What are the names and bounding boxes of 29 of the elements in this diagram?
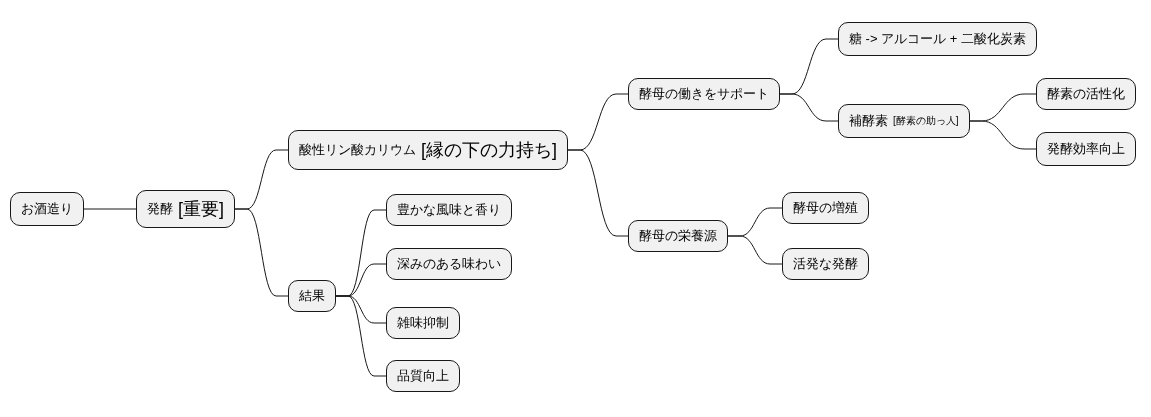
topic-box: 品質向上 (386, 360, 460, 392)
topic-note: [酵素の助っ人] (893, 114, 959, 128)
topic-text: 補酵素 (849, 112, 888, 130)
topic-text: 酸性リン酸カリウム (299, 141, 416, 159)
topic-box: 発酵効率向上 (1036, 132, 1136, 166)
topic-box: 酵母の栄養源 (628, 220, 728, 252)
connector-line (335, 295, 387, 377)
topic-note: [縁の下の力持ち] (421, 139, 557, 162)
topic-box: 酵素の活性化 (1036, 78, 1136, 110)
topic-box: 酵母の働きをサポート (628, 78, 780, 110)
topic-box: 深みのある味わい (386, 248, 512, 280)
connector-line (567, 149, 629, 237)
topic-box (838, 104, 970, 138)
topic-box: 活発な発酵 (782, 248, 869, 280)
connector-line (727, 235, 783, 265)
topic-box: 酵母の増殖 (782, 192, 869, 224)
topic-box (288, 130, 568, 170)
topic-box: 雑味抑制 (386, 307, 460, 339)
topic-box: 結果 (288, 280, 336, 312)
topic-box: 糖 -> アルコール + 二酸化炭素 (838, 22, 1037, 56)
topic-box (136, 190, 235, 228)
topic-note: [重要] (178, 198, 224, 221)
topic-box: お酒造り (10, 192, 84, 226)
topic-box: 豊かな風味と香り (386, 194, 512, 226)
connector-line (234, 208, 289, 297)
connector-line (83, 208, 137, 210)
topic-text: 発酵 (147, 200, 173, 218)
connector-line (969, 120, 1037, 150)
connector-line (779, 93, 839, 122)
